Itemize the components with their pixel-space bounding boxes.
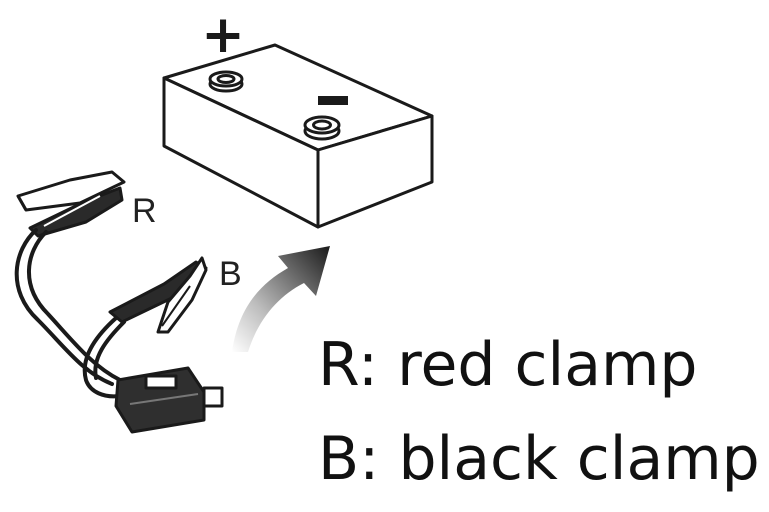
curved-arrow-icon [232,246,330,352]
minus-sign [318,96,348,105]
battery-icon [162,43,434,229]
legend-red-clamp: R: red clamp [318,330,698,400]
clamp-wires [14,228,126,399]
positive-terminal [208,70,244,93]
r-label: R [132,192,157,230]
negative-terminal [303,115,341,141]
b-label: B [219,255,242,293]
black-clamp-icon [108,256,208,334]
connector-plug-icon [114,366,224,434]
legend-black-clamp: B: black clamp [318,424,760,494]
plus-label: + [201,5,245,65]
red-clamp-icon [16,170,126,238]
